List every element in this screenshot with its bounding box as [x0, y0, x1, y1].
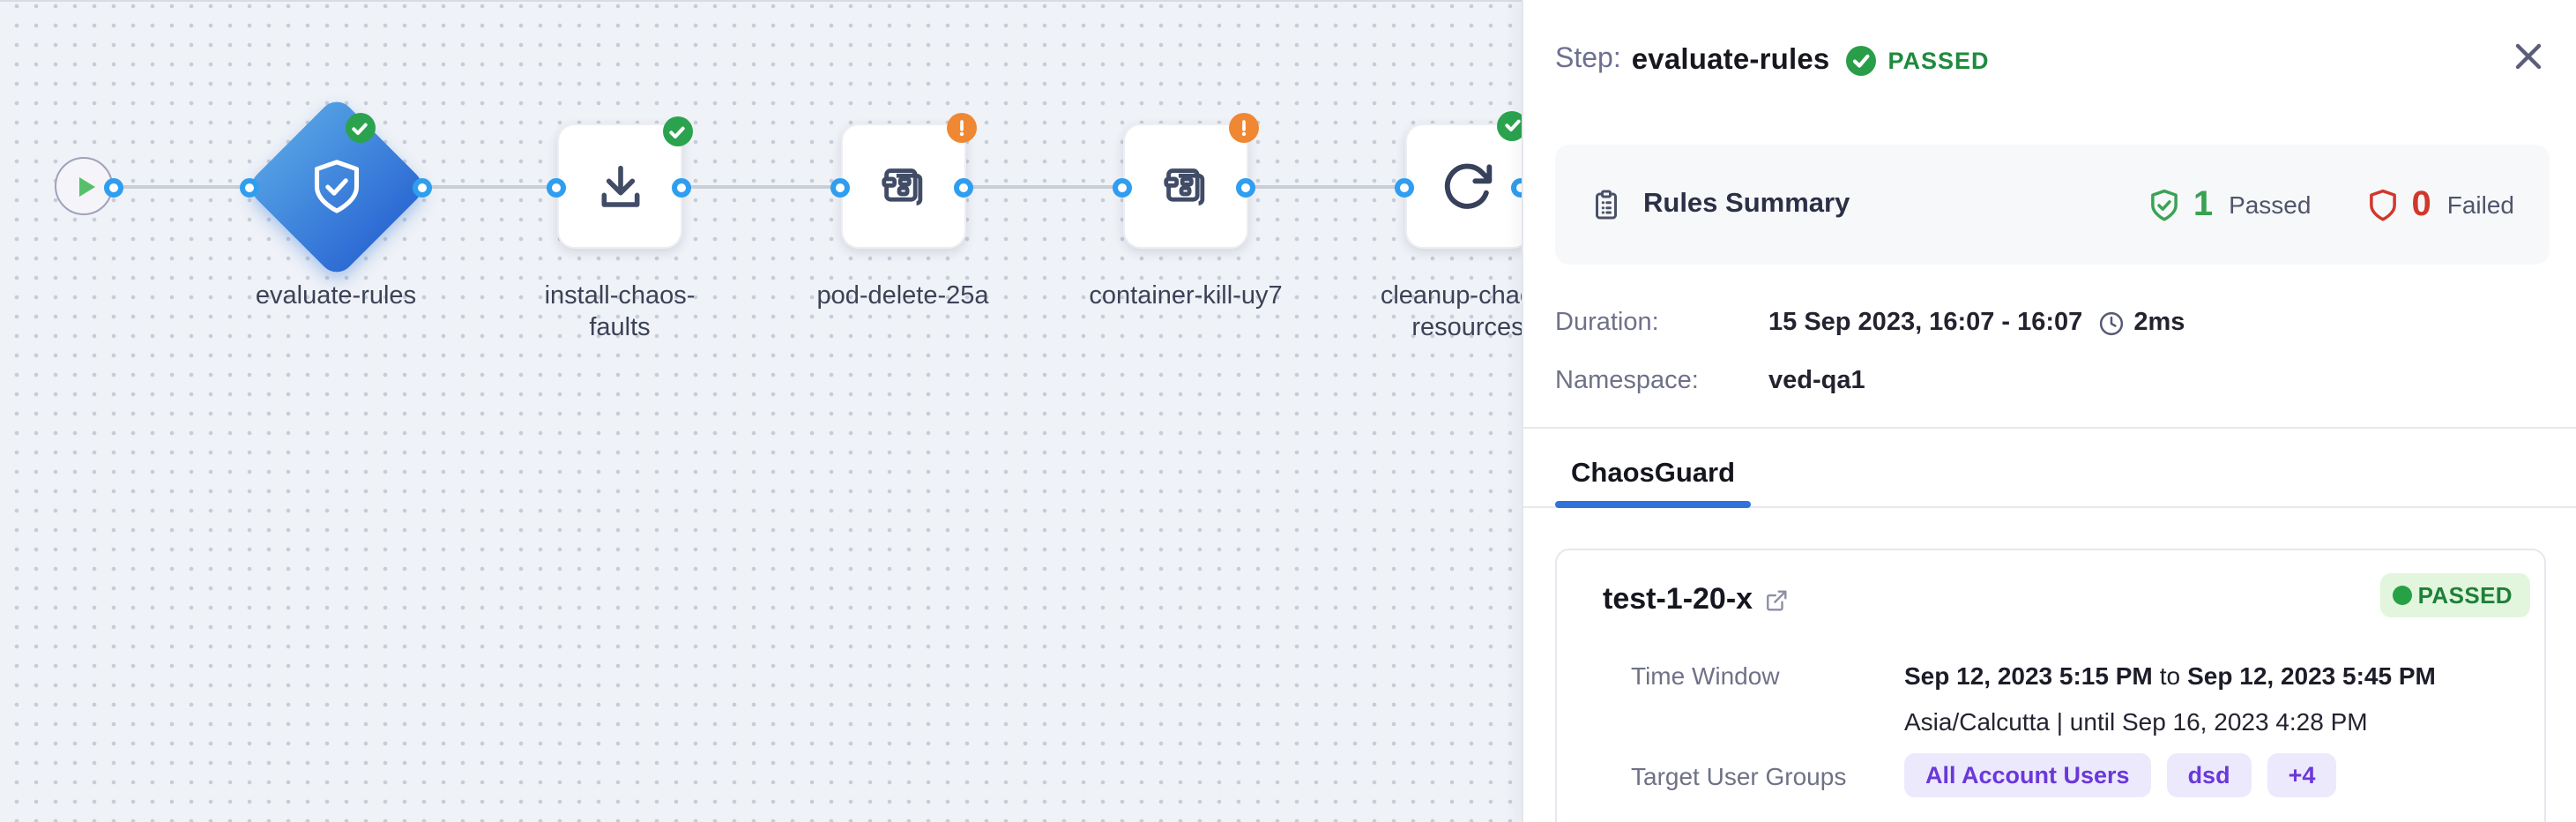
shield-check-icon [313, 159, 359, 213]
user-group-pill-more[interactable]: +4 [2267, 753, 2337, 797]
status-badge-passed [662, 116, 692, 146]
status-badge-warning [946, 112, 976, 142]
tab-chaosguard[interactable]: ChaosGuard [1571, 459, 1736, 489]
target-user-groups-label: Target User Groups [1631, 762, 1847, 790]
step-prefix-label: Step: [1555, 44, 1621, 74]
port-evaluate-out [412, 177, 431, 197]
download-icon [600, 164, 639, 206]
failed-label: Failed [2446, 191, 2514, 219]
clock-icon [2098, 310, 2125, 336]
node-container-kill-uy7[interactable] [1122, 123, 1247, 249]
port-cleanup-in [1395, 177, 1414, 197]
step-name: evaluate-rules [1631, 43, 1830, 75]
shield-passed-icon [2150, 188, 2178, 220]
section-divider [1523, 427, 2576, 429]
guard-rule-name: test-1-20-x [1603, 582, 1753, 616]
chaos-fault-icon [1164, 168, 1205, 205]
external-link-icon[interactable] [1765, 588, 1788, 611]
duration-value: 15 Sep 2023, 16:07 - 16:07 [1768, 309, 2083, 337]
user-group-pill: dsd [2166, 753, 2252, 797]
namespace-label: Namespace: [1555, 367, 1699, 395]
time-window-timezone: Asia/Calcutta | until Sep 16, 2023 4:28 … [1904, 707, 2368, 736]
port-evaluate-in [239, 177, 258, 197]
node-label: pod-delete-25a [816, 282, 989, 310]
guard-status-badge: PASSED [2380, 573, 2530, 617]
pipeline-edge [109, 185, 1520, 189]
user-group-pill: All Account Users [1904, 753, 2151, 797]
close-icon[interactable] [2511, 39, 2546, 74]
status-dot-icon [2393, 586, 2413, 605]
node-label: container-kill-uy7 [1089, 282, 1283, 310]
node-install-chaos-faults[interactable] [557, 123, 682, 249]
node-label: install-chaos-faults [544, 282, 696, 342]
namespace-row: Namespace: ved-qa1 [1555, 365, 1865, 397]
retry-icon [1444, 162, 1493, 208]
panel-header: Step: evaluate-rules PASSED [1555, 32, 2495, 88]
check-icon [352, 122, 368, 134]
shield-failed-icon [2369, 188, 2396, 220]
tabbar-divider [1523, 506, 2576, 508]
passed-label: Passed [2229, 191, 2312, 219]
namespace-value: ved-qa1 [1768, 367, 1865, 395]
clipboard-icon [1596, 190, 1617, 220]
port-install-in [546, 177, 565, 197]
duration-row: Duration: 15 Sep 2023, 16:07 - 16:07 2ms [1555, 307, 2185, 339]
play-icon [78, 176, 94, 196]
port-pod-delete-out [954, 177, 973, 197]
exclamation-icon [1241, 119, 1247, 136]
check-icon [1504, 119, 1520, 131]
chaosguard-rule-card: test-1-20-x PASSED Time Window Sep 12, 2… [1555, 549, 2546, 822]
port-install-out [672, 177, 691, 197]
passed-check-icon [1845, 45, 1876, 75]
port-pod-delete-in [830, 177, 849, 197]
node-pod-delete-25a[interactable] [840, 123, 965, 249]
rules-summary-title: Rules Summary [1643, 189, 1850, 219]
duration-elapsed: 2ms [2133, 309, 2185, 337]
exclamation-icon [958, 119, 964, 136]
port-start-out [103, 177, 123, 197]
rules-summary-band: Rules Summary 1 Passed 0 Failed [1555, 145, 2550, 265]
status-badge-passed [345, 113, 375, 143]
node-evaluate-rules[interactable] [243, 93, 428, 279]
status-badge-warning [1229, 112, 1259, 142]
active-tab-indicator [1555, 501, 1751, 507]
check-icon [669, 125, 685, 138]
step-status-text: PASSED [1887, 47, 1990, 73]
node-label: evaluate-rules [255, 282, 417, 310]
port-container-kill-in [1113, 177, 1132, 197]
time-window-label: Time Window [1631, 661, 1780, 690]
duration-label: Duration: [1555, 309, 1659, 337]
chaos-fault-icon [882, 168, 923, 205]
failed-count: 0 [2411, 184, 2431, 223]
target-user-groups: All Account Users dsd +4 [1904, 753, 2337, 797]
step-details-panel: Step: evaluate-rules PASSED Rules Summar… [1522, 0, 2576, 822]
port-container-kill-out [1236, 177, 1255, 197]
passed-count: 1 [2193, 184, 2214, 223]
